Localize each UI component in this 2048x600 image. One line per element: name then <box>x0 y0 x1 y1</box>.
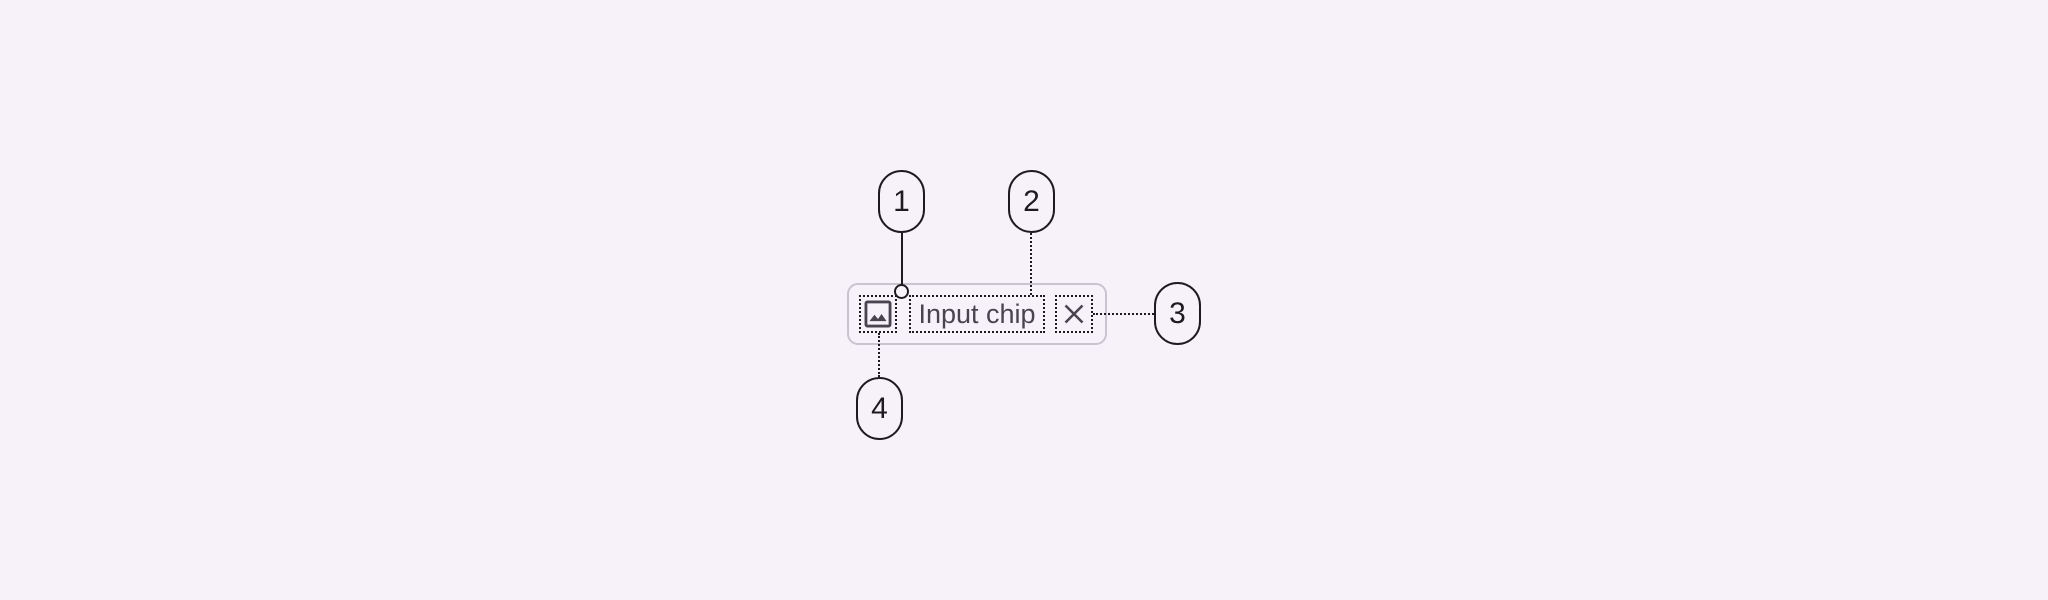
callout-2-leader <box>1030 233 1032 295</box>
callout-badge-2: 2 <box>1008 170 1055 233</box>
callout-badge-1: 1 <box>878 170 925 233</box>
trailing-icon-outline[interactable] <box>1055 295 1093 333</box>
chip-label: Input chip <box>909 295 1045 333</box>
callout-badge-4: 4 <box>856 377 903 440</box>
callout-1-anchor <box>894 284 909 299</box>
callout-badge-3: 3 <box>1154 282 1201 345</box>
leading-icon-outline <box>859 295 897 333</box>
callout-4-leader <box>878 333 880 377</box>
image-icon <box>864 300 892 328</box>
callout-3-leader <box>1093 313 1154 315</box>
callout-1-leader <box>901 233 903 285</box>
close-icon[interactable] <box>1057 297 1091 331</box>
